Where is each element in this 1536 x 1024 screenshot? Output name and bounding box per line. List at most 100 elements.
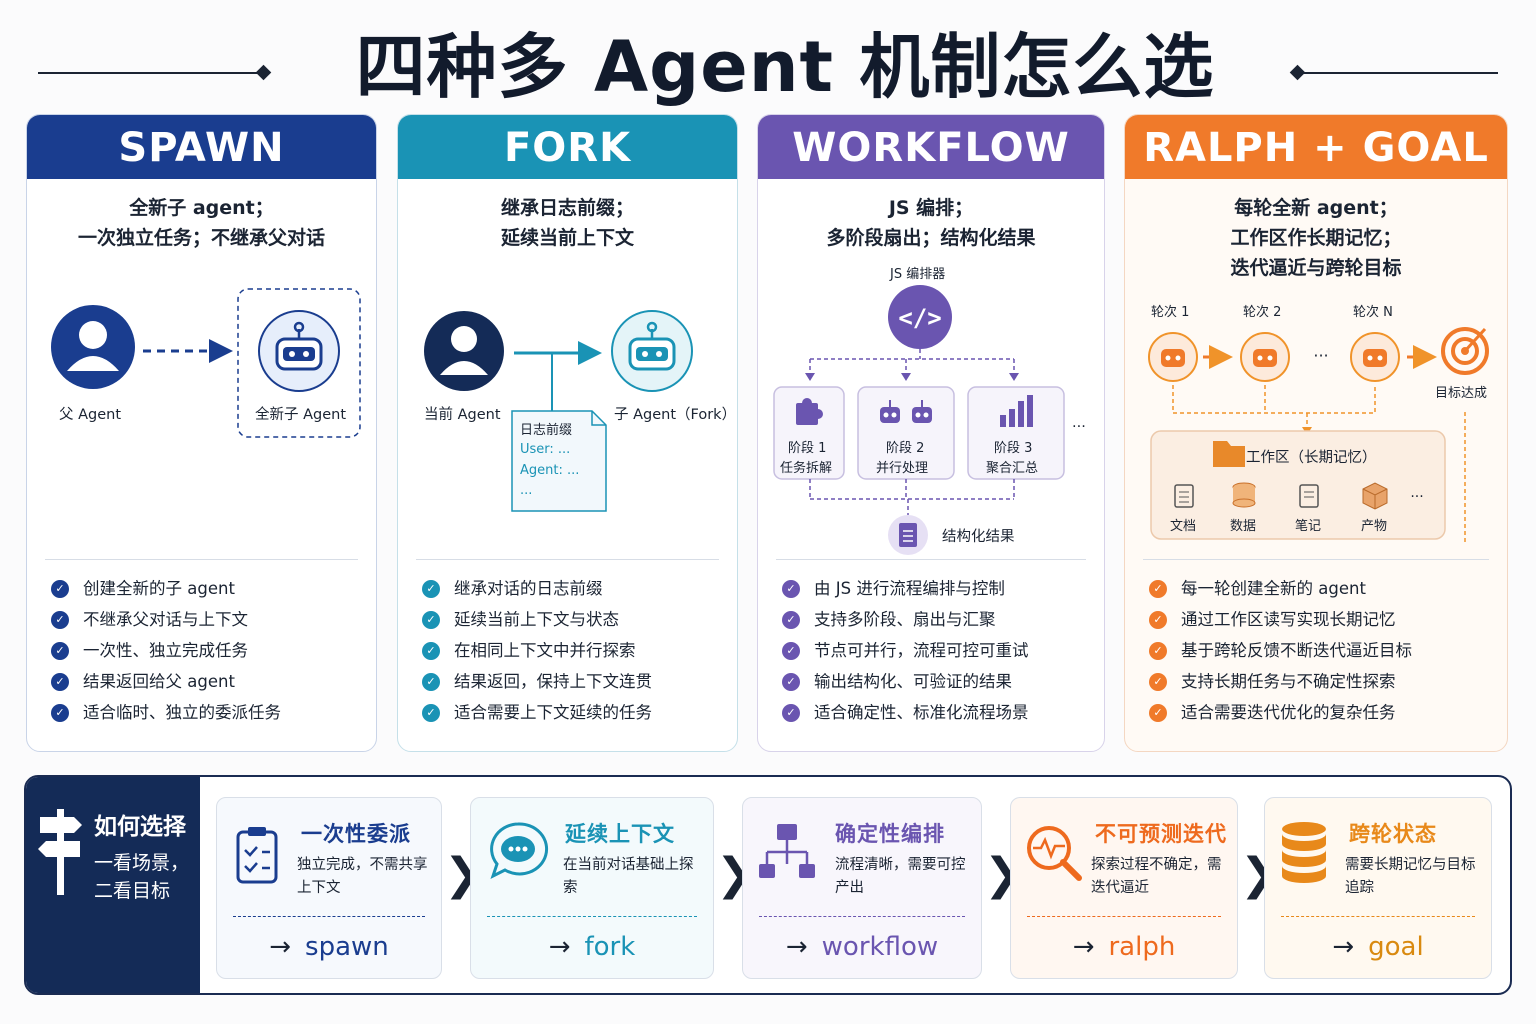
diamond-left-icon: [255, 64, 272, 81]
check-icon: ✓: [51, 703, 69, 722]
choice-description: 探索过程不确定，需迭代逼近: [1091, 857, 1222, 896]
guide-sidebar: 如何选择 一看场景， 二看目标: [26, 777, 200, 993]
check-icon: ✓: [51, 610, 69, 629]
workflow-card: WORKFLOW JS 编排； 多阶段扇出；结构化结果 JS 编排器 </>: [757, 114, 1105, 752]
choice-description: 需要长期记忆与目标追踪: [1345, 857, 1476, 896]
stage-box: [967, 386, 1065, 480]
round-agent-icon: [1350, 332, 1400, 382]
desc-line: 每轮全新 agent；: [1234, 197, 1398, 219]
selection-guide: 如何选择 一看场景， 二看目标 一次性委派 独立完成，不需共享上下文 →spaw…: [24, 775, 1512, 995]
list-item: ✓一次性、独立完成任务: [51, 635, 281, 666]
card-header: RALPH + GOAL: [1125, 115, 1507, 179]
parent-agent-label: 父 Agent: [59, 407, 122, 423]
stage-3-label: 阶段 3: [994, 441, 1033, 456]
database-icon: [1282, 822, 1326, 883]
card-description: JS 编排； 多阶段扇出；结构化结果: [758, 193, 1104, 253]
folder-icon: [1213, 441, 1245, 467]
list-item: ✓输出结构化、可验证的结果: [782, 666, 1029, 697]
more-stages: ...: [1072, 415, 1086, 431]
stage-box: [773, 386, 845, 480]
goal-label: 目标达成: [1435, 386, 1488, 401]
list-item: ✓基于跨轮反馈不断迭代逼近目标: [1149, 635, 1412, 666]
result-document-icon: [888, 515, 928, 555]
round-agent-icon: [1240, 332, 1290, 382]
workflow-diagram: </>: [773, 285, 1065, 555]
card-description: 每轮全新 agent； 工作区作长期记忆； 迭代逼近与跨轮目标: [1125, 193, 1507, 283]
guide-subtitle: 一看场景， 二看目标: [94, 852, 190, 902]
list-item: ✓继承对话的日志前缀: [422, 573, 652, 604]
list-item: ✓由 JS 进行流程编排与控制: [782, 573, 1029, 604]
list-item: ✓支持长期任务与不确定性探索: [1149, 666, 1412, 697]
robot-icon: [611, 310, 693, 392]
stage-2-label: 阶段 2: [886, 441, 925, 456]
desc-line: 延续当前上下文: [500, 227, 634, 249]
check-icon: ✓: [1149, 672, 1167, 691]
current-agent-icon: [424, 311, 504, 391]
choice-description: 在当前对话基础上探索: [563, 857, 694, 896]
choice-fork: 延续上下文 在当前对话基础上探索 →fork: [470, 797, 714, 979]
spawn-diagram: [51, 288, 361, 438]
clipboard-check-icon: [236, 827, 278, 884]
choice-title: 一次性委派: [301, 822, 411, 846]
desc-line: 迭代逼近与跨轮目标: [1230, 257, 1402, 279]
list-item: ✓创建全新的子 agent: [51, 573, 281, 604]
child-agent-box: [237, 288, 361, 438]
feature-list: ✓由 JS 进行流程编排与控制 ✓支持多阶段、扇出与汇聚 ✓节点可并行，流程可控…: [782, 573, 1029, 728]
choice-ralph: 不可预测迭代 探索过程不确定，需迭代逼近 →ralph: [1010, 797, 1238, 979]
list-item: ✓在相同上下文中并行探索: [422, 635, 652, 666]
card-description: 继承日志前缀； 延续当前上下文: [398, 193, 737, 253]
round-1-label: 轮次 1: [1151, 305, 1190, 320]
feature-list: ✓继承对话的日志前缀 ✓延续当前上下文与状态 ✓在相同上下文中并行探索 ✓结果返…: [422, 573, 652, 728]
check-icon: ✓: [782, 610, 800, 629]
current-agent-label: 当前 Agent: [424, 407, 501, 423]
list-item: ✓适合确定性、标准化流程场景: [782, 697, 1029, 728]
parent-agent-icon: [51, 305, 135, 389]
list-item: ✓适合临时、独立的委派任务: [51, 697, 281, 728]
card-header: WORKFLOW: [758, 115, 1104, 179]
list-item: ✓每一轮创建全新的 agent: [1149, 573, 1412, 604]
stage-3-task: 聚合汇总: [986, 461, 1039, 476]
notes-icon: [1299, 484, 1319, 508]
workspace-label: 工作区（长期记忆）: [1246, 450, 1377, 466]
chat-bubble-icon: [490, 822, 549, 879]
page-title: 四种多 Agent 机制怎么选: [355, 26, 1215, 108]
code-icon: </>: [888, 285, 952, 349]
check-icon: ✓: [422, 672, 440, 691]
check-icon: ✓: [1149, 579, 1167, 598]
log-prefix-title: 日志前缀: [520, 423, 573, 438]
magnifier-pulse-icon: [1027, 826, 1082, 881]
svg-text:···: ···: [1410, 489, 1423, 505]
check-icon: ✓: [782, 703, 800, 722]
fork-card: FORK 继承日志前缀； 延续当前上下文 当前 Agent 子 Agent（Fo…: [397, 114, 738, 752]
list-item: ✓不继承父对话与上下文: [51, 604, 281, 635]
fork-agent-label: 子 Agent（Fork）: [614, 407, 737, 423]
divider: [1143, 559, 1489, 560]
stage-2-task: 并行处理: [876, 461, 929, 476]
ralph-goal-card: RALPH + GOAL 每轮全新 agent； 工作区作长期记忆； 迭代逼近与…: [1124, 114, 1508, 752]
choice-description: 流程清晰，需要可控产出: [835, 857, 966, 896]
check-icon: ✓: [51, 579, 69, 598]
list-item: ✓通过工作区读写实现长期记忆: [1149, 604, 1412, 635]
title-row: 四种多 Agent 机制怎么选: [0, 12, 1536, 108]
desc-line: 继承日志前缀；: [500, 197, 634, 219]
round-2-label: 轮次 2: [1243, 305, 1282, 320]
dashed-divider: [233, 916, 425, 917]
result-label: 结构化结果: [942, 529, 1015, 545]
child-agent-label: 全新子 Agent: [255, 407, 347, 423]
round-n-label: 轮次 N: [1353, 305, 1393, 320]
dashed-divider: [759, 916, 965, 917]
data-icon: [1232, 482, 1256, 508]
desc-line: 全新子 agent；: [129, 197, 274, 219]
check-icon: ✓: [51, 672, 69, 691]
robots-icon: [880, 400, 932, 423]
dashed-divider: [487, 916, 697, 917]
log-line: Agent: ...: [520, 463, 580, 478]
card-header: FORK: [398, 115, 737, 179]
divider: [416, 559, 719, 560]
round-agent-icon: [1148, 332, 1198, 382]
workspace-item-docs: 文档: [1170, 519, 1197, 534]
choice-workflow: 确定性编排 流程清晰，需要可控产出 →workflow: [742, 797, 982, 979]
stage-1-label: 阶段 1: [788, 441, 827, 456]
list-item: ✓结果返回给父 agent: [51, 666, 281, 697]
workspace-item-artifacts: 产物: [1361, 519, 1388, 534]
